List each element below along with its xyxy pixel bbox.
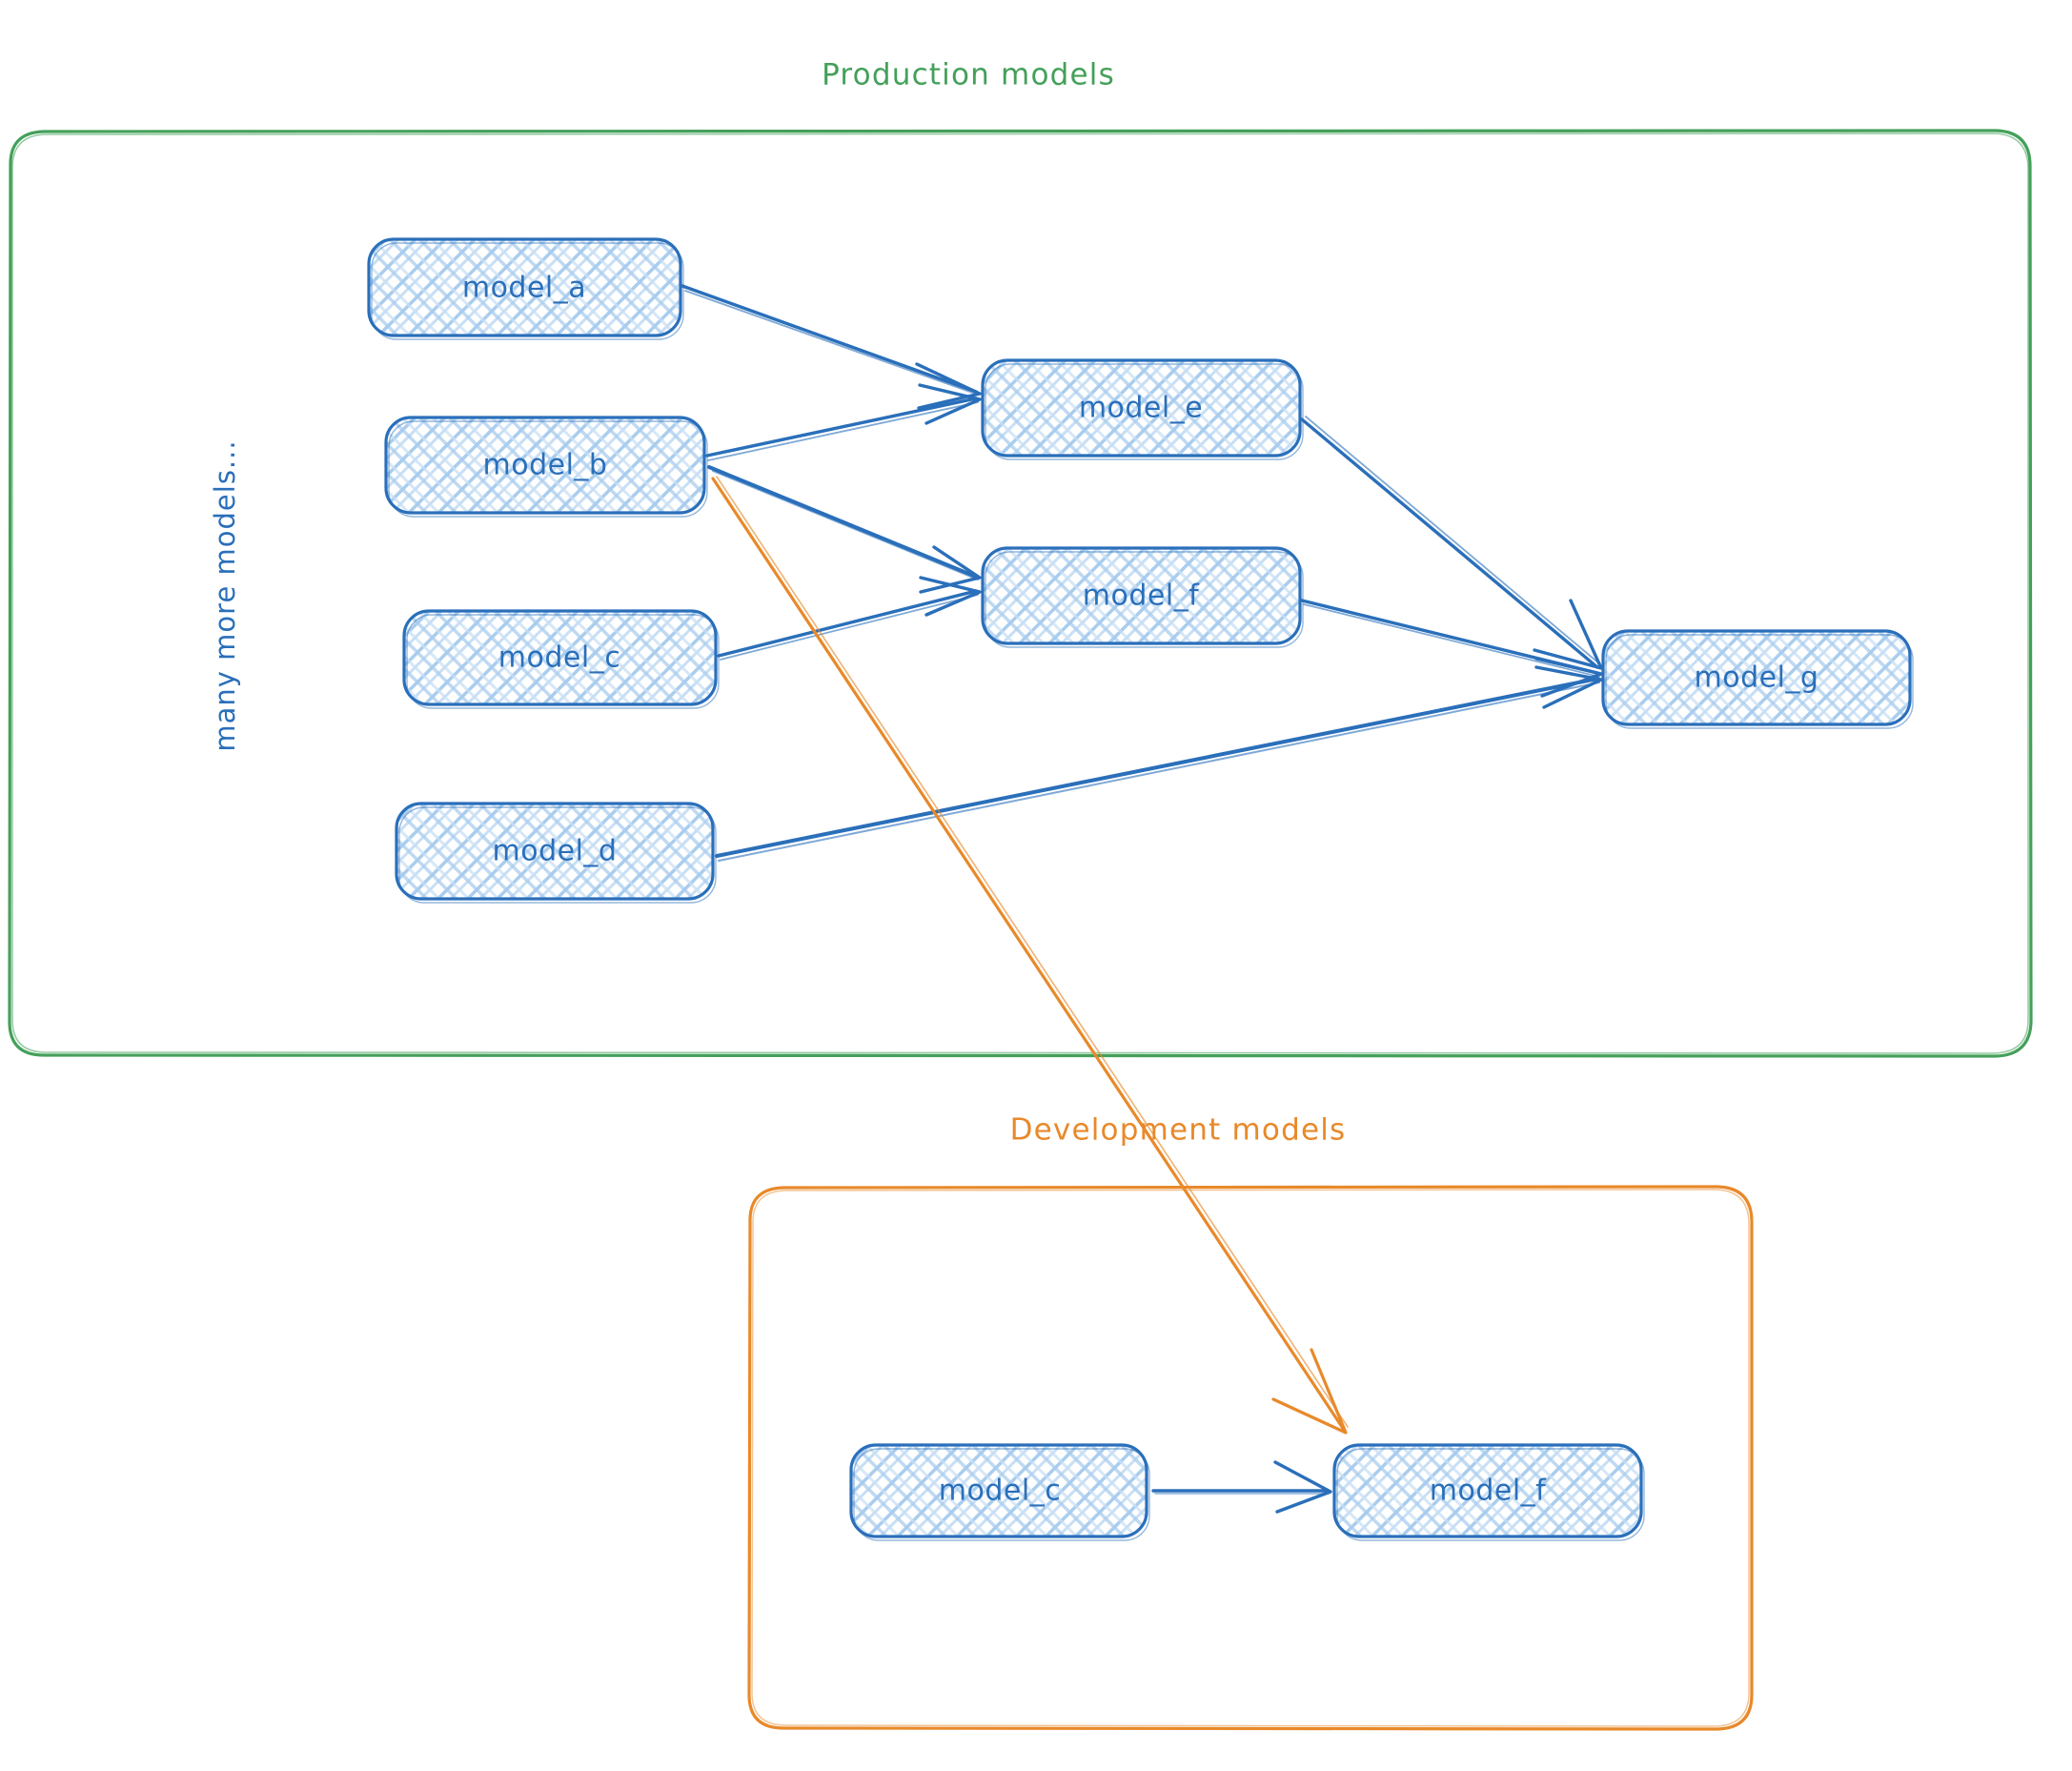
node-model-g[interactable]: model_g [1601,629,1914,729]
group-title-development: Development models [1010,1113,1347,1148]
edge-model-f-to-model-g [1300,599,1603,698]
edge-model-a-to-model-e [681,284,982,410]
group-title-production: Production models [822,58,1115,92]
arrowhead-icon [915,362,982,410]
arrowhead-icon [919,576,982,617]
arrowhead-icon [1534,665,1603,709]
arrowhead-icon [919,545,982,594]
edge-model-e-to-model-g [1300,416,1603,670]
node-model-f-dev[interactable]: model_f [1332,1443,1645,1541]
node-label: model_c [498,641,620,675]
arrowhead-icon [1534,657,1603,698]
edge-model-b-to-model-e [705,383,982,461]
development-border [747,1185,1754,1731]
node-label: model_e [1079,392,1203,425]
production-border [8,129,2033,1058]
arrowhead-icon [1533,599,1603,670]
production-border-sketch [11,132,2029,1054]
annotation-many-more-models: many more models... [209,439,241,751]
edge-model-b-to-model-f [707,465,982,594]
edge-model-b-to-model-f-dev [711,476,1349,1435]
edge-model-c-to-model-f [717,576,982,661]
node-model-c-dev[interactable]: model_c [849,1443,1150,1541]
node-model-a[interactable]: model_a [367,237,684,340]
node-label: model_f [1430,1475,1547,1508]
arrowhead-icon [918,383,982,425]
node-label: model_c [939,1475,1061,1508]
arrowhead-icon [1271,1348,1348,1435]
edges-layer [681,284,1603,1514]
node-model-e[interactable]: model_e [981,358,1304,460]
node-label: model_f [1083,580,1200,613]
node-label: model_a [462,272,586,305]
group-container-development [747,1185,1754,1731]
node-label: model_g [1695,662,1819,695]
node-model-f[interactable]: model_f [981,546,1304,648]
edge-model-d-to-model-g [715,665,1603,862]
node-label: model_d [493,835,618,868]
edge-model-c-dev-to-model-f-dev [1151,1460,1332,1514]
node-model-b[interactable]: model_b [384,416,708,518]
node-label: model_b [483,449,608,482]
group-container-production [8,129,2033,1058]
development-border-sketch [751,1189,1750,1727]
node-model-d[interactable]: model_d [395,802,717,904]
arrowhead-icon [1273,1460,1332,1514]
node-model-c[interactable]: model_c [402,609,720,709]
nodes-layer: model_a model_b model_c [367,237,1914,1541]
